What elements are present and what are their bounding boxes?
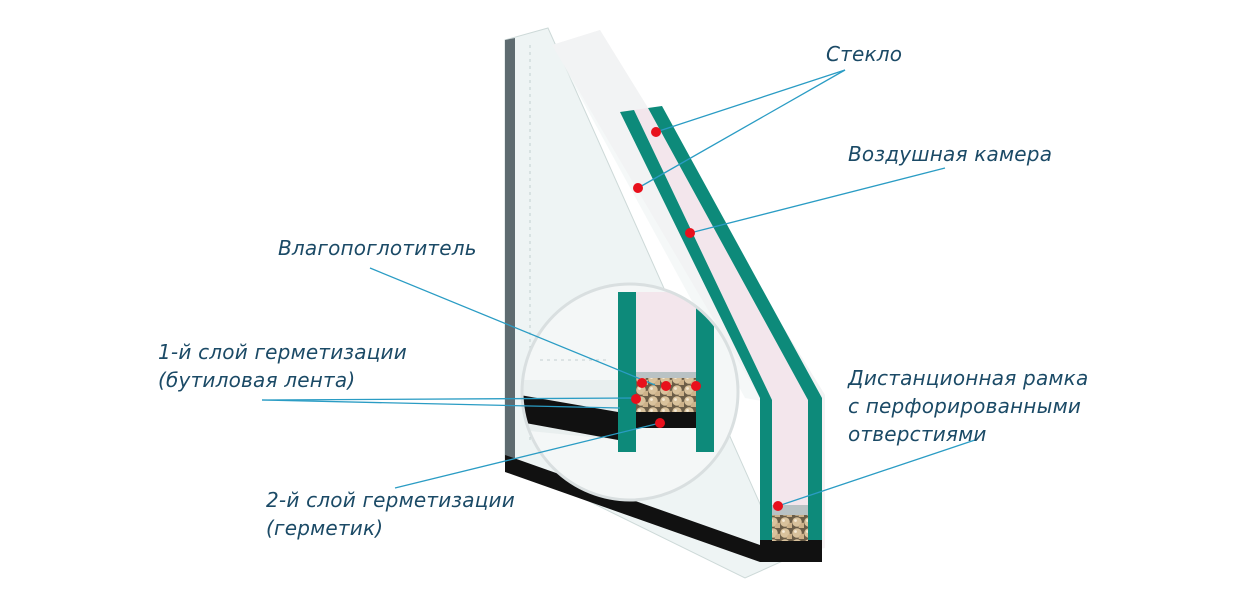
leader-glass-1 xyxy=(655,69,846,133)
magnifier xyxy=(520,282,740,502)
marker-air-chamber xyxy=(685,228,695,238)
air-chamber xyxy=(634,108,808,512)
bottom-seal-front xyxy=(760,540,822,562)
desiccant-beads xyxy=(772,515,808,541)
leader-seal-1b xyxy=(261,399,621,409)
leader-desiccant xyxy=(369,267,656,386)
leader-spacer-frame xyxy=(777,439,976,507)
marker-seal-1 xyxy=(631,394,641,404)
marker-spacer-frame xyxy=(773,501,783,511)
leader-lines xyxy=(261,69,976,507)
marker-desiccant-3 xyxy=(691,381,701,391)
leader-seal-2 xyxy=(394,422,661,489)
leader-glass-2 xyxy=(637,69,846,189)
marker-glass-outer xyxy=(651,127,661,137)
marker-desiccant-1 xyxy=(637,378,647,388)
leader-air-chamber xyxy=(689,167,946,234)
label-seal-layer-1: 1-й слой герметизации (бутиловая лента) xyxy=(158,340,407,392)
spacer-frame xyxy=(772,505,808,515)
label-spacer-frame: Дистанционная рамка с перфорированными о… xyxy=(848,366,1089,446)
marker-desiccant-2 xyxy=(661,381,671,391)
label-desiccant: Влагопоглотитель xyxy=(278,236,477,260)
label-air-chamber: Воздушная камера xyxy=(848,142,1053,166)
label-seal-layer-2: 2-й слой герметизации (герметик) xyxy=(266,488,515,540)
marker-glass-inner xyxy=(633,183,643,193)
markers xyxy=(631,127,783,511)
marker-seal-2 xyxy=(655,418,665,428)
leader-seal-1a xyxy=(261,397,636,401)
label-glass: Стекло xyxy=(826,42,903,66)
